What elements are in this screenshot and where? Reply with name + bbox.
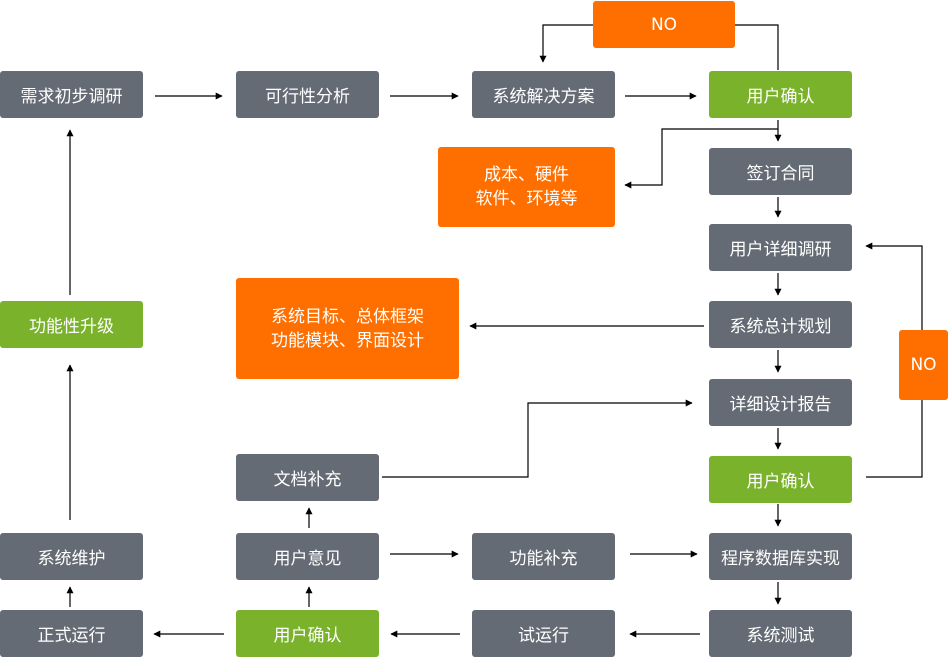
- arrow-to-cost-note: [624, 128, 778, 189]
- line-confirm2-to-no-right: [866, 400, 923, 478]
- node-func-supplement: 功能补充: [472, 533, 615, 580]
- node-solution: 系统解决方案: [472, 71, 615, 118]
- arrow-no-top-to-solution: [539, 24, 593, 63]
- plan-note-line-2: 功能模块、界面设计: [271, 330, 424, 351]
- node-no-right: NO: [899, 330, 948, 400]
- node-upgrade: 功能性升级: [0, 301, 143, 348]
- node-implementation: 程序数据库实现: [709, 533, 852, 580]
- line-confirm-to-no-top: [735, 24, 779, 70]
- node-cost-note: 成本、硬件 软件、环境等: [438, 147, 615, 227]
- node-doc-supplement: 文档补充: [236, 454, 379, 501]
- node-trial-run: 试运行: [472, 610, 615, 657]
- node-user-feedback: 用户意见: [236, 533, 379, 580]
- node-maintenance: 系统维护: [0, 533, 143, 580]
- arrow-no-right-to-research: [865, 242, 923, 330]
- node-user-confirm-3: 用户确认: [236, 610, 379, 657]
- node-feasibility: 可行性分析: [236, 71, 379, 118]
- cost-note-line-1: 成本、硬件: [484, 165, 569, 185]
- node-detailed-research: 用户详细调研: [709, 224, 852, 271]
- arrow-doc-to-report: [382, 399, 693, 478]
- node-user-confirm-1: 用户确认: [709, 71, 852, 118]
- cost-note-line-2: 软件、环境等: [475, 189, 578, 209]
- node-go-live: 正式运行: [0, 610, 143, 657]
- node-overall-plan: 系统总计规划: [709, 301, 852, 348]
- node-design-report: 详细设计报告: [709, 379, 852, 426]
- node-no-top: NO: [593, 1, 735, 48]
- plan-note-line-1: 系统目标、总体框架: [271, 306, 424, 327]
- node-demand-research: 需求初步调研: [0, 71, 143, 118]
- node-system-test: 系统测试: [709, 610, 852, 657]
- node-sign-contract: 签订合同: [709, 148, 852, 195]
- node-plan-note: 系统目标、总体框架 功能模块、界面设计: [236, 278, 459, 379]
- node-user-confirm-2: 用户确认: [709, 456, 852, 503]
